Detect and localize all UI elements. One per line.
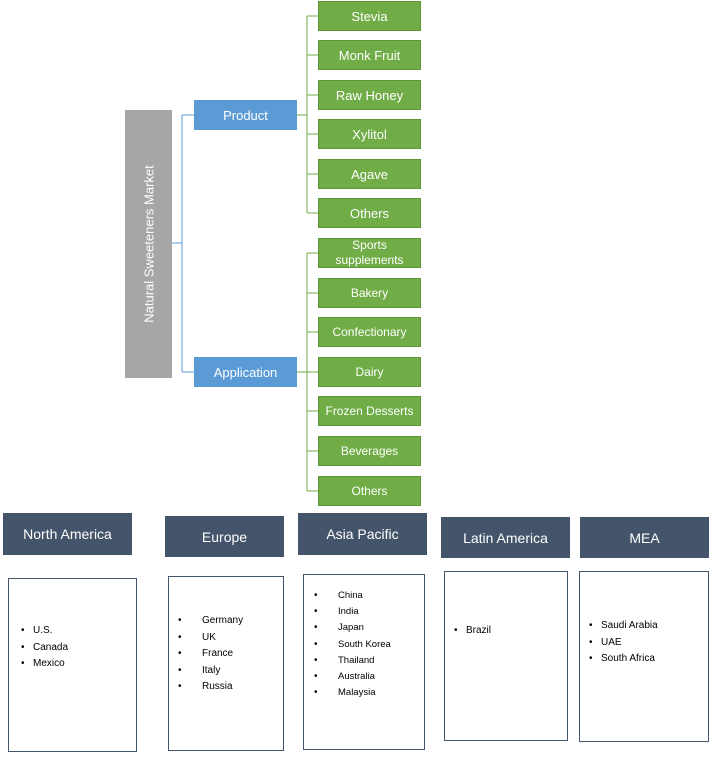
- leaf-node-agave: Agave: [318, 159, 421, 189]
- list-item: Canada: [21, 640, 68, 657]
- list-item: UAE: [589, 635, 658, 652]
- leaf-node-bakery: Bakery: [318, 278, 421, 308]
- region-list-europe: Germany UK France Italy Russia: [168, 576, 284, 751]
- list-item: Malaysia: [304, 685, 391, 701]
- region-list-latin-america: Brazil: [444, 571, 568, 741]
- leaf-node-monk-fruit: Monk Fruit: [318, 40, 421, 70]
- list-item: Australia: [304, 669, 391, 685]
- leaf-node-frozen-desserts: Frozen Desserts: [318, 396, 421, 426]
- branch-node-product: Product: [194, 100, 297, 130]
- list-item: Russia: [178, 679, 243, 696]
- list-item: U.S.: [21, 623, 68, 640]
- region-header-north-america: North America: [3, 513, 132, 555]
- list-item: South Africa: [589, 651, 658, 668]
- region-list-mea: Saudi Arabia UAE South Africa: [579, 571, 709, 742]
- leaf-node-xylitol: Xylitol: [318, 119, 421, 149]
- list-item: France: [178, 646, 243, 663]
- region-header-europe: Europe: [165, 516, 284, 557]
- list-item: Mexico: [21, 656, 68, 673]
- branch-node-application: Application: [194, 357, 297, 387]
- region-list-asia-pacific: China India Japan South Korea Thailand A…: [303, 574, 425, 750]
- list-item: China: [304, 588, 391, 604]
- list-item: India: [304, 604, 391, 620]
- list-item: Germany: [178, 613, 243, 630]
- list-item: UK: [178, 630, 243, 647]
- region-header-latin-america: Latin America: [441, 517, 570, 558]
- leaf-node-beverages: Beverages: [318, 436, 421, 466]
- region-header-asia-pacific: Asia Pacific: [298, 513, 427, 555]
- list-item: South Korea: [304, 637, 391, 653]
- list-item: Brazil: [454, 623, 491, 640]
- list-item: Italy: [178, 663, 243, 680]
- leaf-node-sports-supplements: Sports supplements: [318, 238, 421, 268]
- list-item: Saudi Arabia: [589, 618, 658, 635]
- list-item: Japan: [304, 620, 391, 636]
- leaf-node-confectionary: Confectionary: [318, 317, 421, 347]
- root-node: Natural Sweeteners Market: [125, 110, 172, 378]
- leaf-node-raw-honey: Raw Honey: [318, 80, 421, 110]
- leaf-node-others: Others: [318, 198, 421, 228]
- region-list-north-america: U.S. Canada Mexico: [8, 578, 137, 752]
- leaf-node-others: Others: [318, 476, 421, 506]
- list-item: Thailand: [304, 653, 391, 669]
- region-header-mea: MEA: [580, 517, 709, 558]
- leaf-node-dairy: Dairy: [318, 357, 421, 387]
- root-node-label: Natural Sweeteners Market: [141, 165, 156, 323]
- leaf-node-stevia: Stevia: [318, 1, 421, 31]
